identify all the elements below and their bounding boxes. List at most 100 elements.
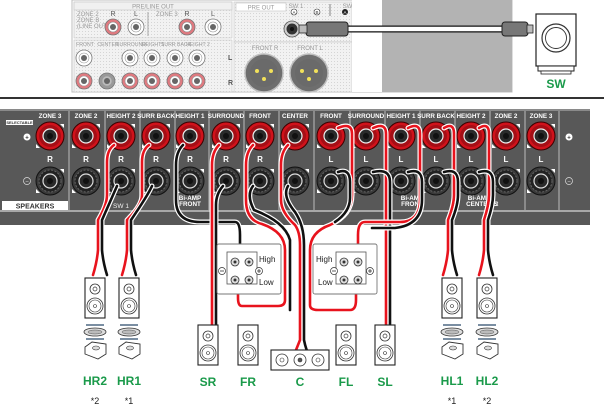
speaker-footnote: *2 — [483, 396, 492, 406]
pre-out-r-jack[interactable] — [121, 72, 139, 90]
pre-out-channel-label: CENTER — [97, 42, 119, 48]
negative-terminal[interactable] — [456, 166, 486, 196]
terminal-channel-header: ZONE 3 — [530, 113, 553, 120]
speaker-label: SL — [377, 375, 392, 389]
negative-terminal[interactable] — [526, 166, 556, 196]
positive-terminal[interactable] — [316, 121, 346, 151]
zone2-label: ZONE 2 — [77, 12, 99, 18]
terminal-channel-header: HEIGHT 1 — [386, 113, 416, 120]
speaker-footnote: *1 — [448, 396, 457, 406]
terminal-side-label: L — [399, 155, 404, 164]
sw2-label: SW 2 — [343, 4, 358, 10]
biamp-front-l-line2: FRONT — [401, 201, 423, 208]
pre-out-r-jack[interactable] — [188, 72, 206, 90]
terminal-channel-header: HEIGHT 2 — [456, 113, 486, 120]
pre-out-channel-label: FRONT — [76, 42, 95, 48]
sw1-jack-b-mark: B — [315, 10, 318, 15]
pre-out-r-jack[interactable] — [166, 72, 184, 90]
pre-line-out-jack[interactable] — [104, 18, 122, 36]
negative-terminal[interactable] — [175, 166, 205, 196]
negative-terminal[interactable] — [106, 166, 136, 196]
minus-symbol-left: − — [25, 180, 29, 186]
speaker-label: HL2 — [476, 374, 499, 388]
terminal-side-label: R — [118, 155, 124, 164]
positive-terminal[interactable] — [491, 121, 521, 151]
biamp-center-line1: Bi-AMP — [468, 195, 490, 202]
front-r-label: FRONT R — [252, 46, 279, 52]
biamp-front-r-line1: Bi-AMP — [179, 195, 201, 202]
positive-terminal[interactable] — [71, 121, 101, 151]
terminal-channel-header: HEIGHT 1 — [175, 113, 205, 120]
terminal-side-label: R — [223, 155, 229, 164]
pre-out-header: PRE OUT — [248, 5, 275, 11]
subwoofer-label: SW — [546, 77, 566, 91]
pre-line-out-jack[interactable] — [127, 18, 145, 36]
pre-out-l-jack[interactable] — [121, 49, 139, 67]
plus-mark-right — [565, 133, 573, 141]
subwoofer-cable — [298, 21, 534, 37]
pre-out-l-jack[interactable] — [166, 49, 184, 67]
pre-out-r-jack[interactable] — [98, 72, 116, 90]
negative-terminal[interactable] — [491, 166, 521, 196]
pre-out-l-jack[interactable] — [188, 49, 206, 67]
pre-out-channel-label: SURROUND — [116, 42, 146, 48]
selectable-label: SELECTABLE — [6, 120, 33, 125]
speaker-label: FR — [240, 375, 256, 389]
terminal-side-label: R — [83, 155, 89, 164]
line-out-label: (LINE OUT) — [77, 24, 109, 30]
positive-terminal[interactable] — [526, 121, 556, 151]
xlr-front-l[interactable] — [289, 53, 329, 93]
terminal-side-label: L — [504, 155, 509, 164]
pre-out-channel-label: SURR BACK — [161, 42, 192, 48]
xlr-front-r[interactable] — [244, 53, 284, 93]
terminal-channel-header: SURROUND — [348, 113, 385, 120]
negative-terminal[interactable] — [211, 166, 241, 196]
negative-terminal[interactable] — [316, 166, 346, 196]
biamp-speaker-left: High Low — [312, 243, 378, 295]
pre-out-l-jack[interactable] — [75, 49, 93, 67]
speaker-label: FL — [339, 375, 354, 389]
sw1-label: SW 1 — [289, 4, 304, 10]
negative-terminal[interactable] — [141, 166, 171, 196]
biamp-speaker-right: High Low — [216, 243, 282, 295]
terminal-side-label: L — [329, 155, 334, 164]
pre-out-l-jack[interactable] — [143, 49, 161, 67]
speaker-label: HR1 — [117, 374, 141, 388]
terminal-channel-header: SURR BACK — [417, 113, 455, 120]
row-r-label: R — [228, 80, 233, 87]
terminal-channel-header: HEIGHT 2 — [106, 113, 136, 120]
minus-mark-left — [23, 177, 31, 185]
pre-out-channel-label: HEIGHT1 — [142, 42, 165, 48]
zone3-label: ZONE 3 — [156, 12, 178, 18]
speaker-label: C — [296, 375, 305, 389]
zone3-r-label: R — [184, 11, 189, 18]
pre-out-r-jack[interactable] — [75, 72, 93, 90]
terminal-side-label: R — [153, 155, 159, 164]
terminal-side-label: L — [364, 155, 369, 164]
biamp-front-l-line1: Bi-AMP — [401, 195, 423, 202]
terminal-side-label: L — [539, 155, 544, 164]
speaker-cables — [90, 123, 496, 358]
positive-terminal[interactable] — [35, 121, 65, 151]
top-rear-panel: PRE/LINE OUT ZONE 2 ZONE B (LINE OUT) ZO… — [71, 0, 513, 93]
negative-terminal[interactable] — [71, 166, 101, 196]
pre-out-r-jack[interactable] — [143, 72, 161, 90]
low-label-left: Low — [318, 278, 333, 287]
pre-line-out-jack[interactable] — [178, 18, 196, 36]
negative-terminal[interactable] — [35, 166, 65, 196]
low-label-right: Low — [259, 278, 274, 287]
front-l-label: FRONT L — [297, 46, 323, 52]
speaker-footnote: *1 — [125, 396, 134, 406]
positive-terminal[interactable] — [456, 121, 486, 151]
sw2-terminal-label: 2 — [495, 201, 499, 208]
zone3-l-label: L — [211, 11, 215, 18]
sw2-jack-a-mark: A — [343, 10, 346, 15]
speaker-terminal-panel: SPEAKERS SELECTABLE + − + − ZONE 3RZONE … — [0, 109, 590, 225]
pre-line-out-jack[interactable] — [204, 18, 222, 36]
positive-terminal[interactable] — [106, 121, 136, 151]
minus-mark-right — [565, 177, 573, 185]
pre-line-out-header: PRE/LINE OUT — [132, 4, 174, 10]
zone2-l-label: L — [134, 11, 138, 18]
